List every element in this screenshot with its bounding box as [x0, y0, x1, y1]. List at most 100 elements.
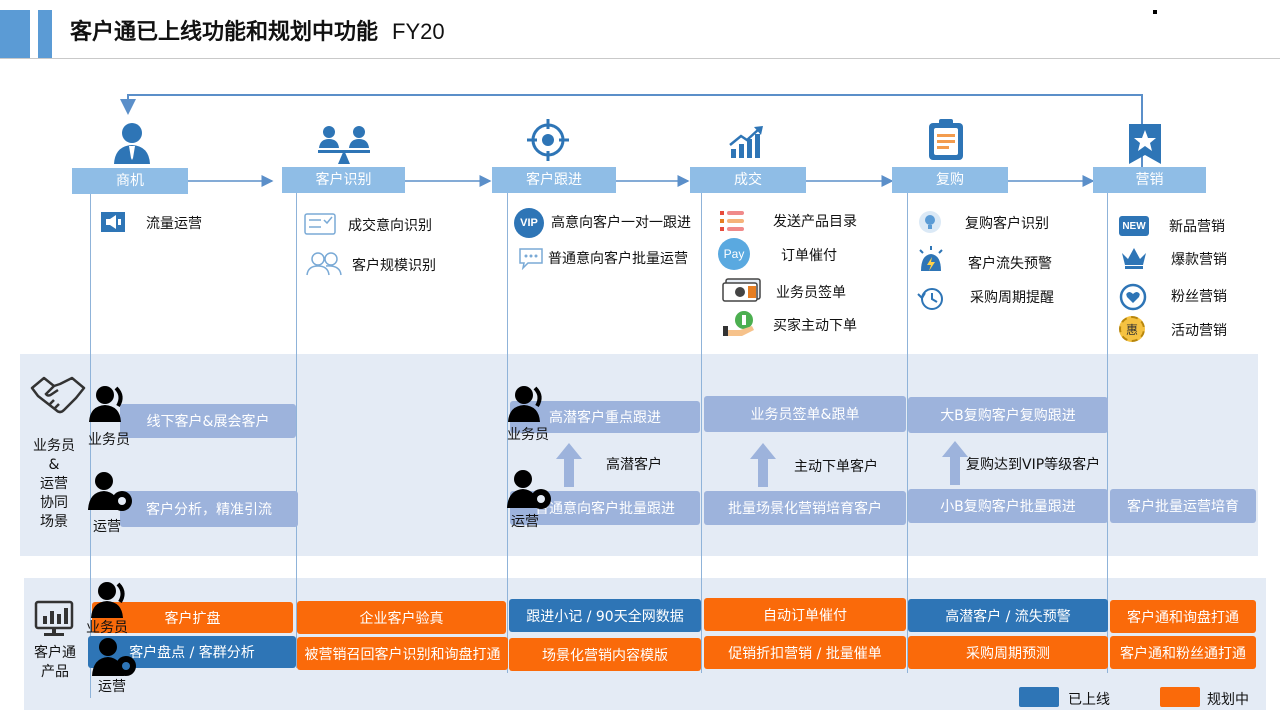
salesman-phone-icon — [89, 386, 123, 422]
up-arrow-5 — [942, 441, 968, 485]
collab-active-order: 主动下单客户 — [794, 459, 878, 475]
role-salesman-label-2: 业务员 — [507, 427, 549, 443]
clock-cycle-icon — [917, 288, 943, 310]
role-salesman-label-3: 业务员 — [86, 620, 128, 636]
prod-auto-payment-remind: 自动订单催付 — [704, 598, 906, 631]
collab-scene-marketing: 批量场景化营销培育客户 — [704, 491, 906, 525]
stage-fugou: 复购 — [892, 167, 1008, 193]
collab-customer-analysis: 客户分析，精准引流 — [120, 491, 298, 527]
feature-churn-warning: 客户流失预警 — [968, 256, 1052, 272]
vip-icon: VIP — [514, 208, 544, 238]
money-bill-icon — [722, 278, 761, 302]
legend-planned-label: 规划中 — [1207, 692, 1249, 708]
feature-order-remind: 订单催付 — [781, 248, 837, 264]
collab-offline-customers: 线下客户&展会客户 — [120, 404, 296, 438]
salesman-phone-icon-2 — [508, 386, 542, 422]
target-icon — [527, 119, 569, 161]
collab-batch-nurture: 客户批量运营培育 — [1110, 489, 1256, 523]
operator-gear-icon-3 — [92, 638, 136, 676]
stage-genjin: 客户跟进 — [492, 167, 616, 193]
stage-line-3 — [507, 193, 508, 673]
stage-shangji: 商机 — [72, 168, 188, 194]
checklist-icon — [304, 213, 336, 235]
monitor-chart-icon — [34, 600, 74, 636]
feature-normal-intent: 普通意向客户批量运营 — [548, 251, 688, 267]
business-person-icon — [114, 123, 150, 164]
feature-customer-scale: 客户规模识别 — [352, 258, 436, 274]
stage-line-5 — [907, 193, 908, 673]
stage-line-2 — [296, 193, 297, 668]
role-ops-label-3: 运营 — [98, 679, 126, 695]
lightbulb-icon — [919, 211, 941, 233]
prod-fans-link: 客户通和粉丝通打通 — [1110, 636, 1256, 669]
prod-promo-discount: 促销折扣营销 / 批量催单 — [704, 636, 906, 669]
up-arrow-3 — [556, 443, 582, 487]
flow-connectors — [120, 94, 1143, 187]
feature-purchase-cycle: 采购周期提醒 — [970, 290, 1054, 306]
feature-deal-intent: 成交意向识别 — [348, 218, 432, 234]
stage-line-4 — [701, 193, 702, 673]
feature-buyer-order: 买家主动下单 — [773, 318, 857, 334]
prod-high-potential-churn: 高潜客户 / 流失预警 — [908, 599, 1108, 632]
operator-gear-icon — [88, 472, 132, 511]
prod-enterprise-verify: 企业客户验真 — [297, 601, 506, 634]
star-badge-icon — [1129, 124, 1161, 164]
fan-heart-icon — [1119, 283, 1147, 311]
customer-group-icon — [306, 252, 342, 276]
prod-recall-identify: 被营销召回客户识别和询盘打通 — [297, 637, 508, 670]
legend-planned-swatch — [1160, 687, 1200, 707]
stage-shibie: 客户识别 — [282, 167, 405, 193]
prod-customer-expand: 客户扩盘 — [92, 602, 293, 633]
role-ops-label-2: 运营 — [511, 514, 539, 530]
prod-follow-notes: 跟进小记 / 90天全网数据 — [509, 599, 701, 632]
feature-fan-marketing: 粉丝营销 — [1171, 289, 1227, 305]
feature-traffic-ops: 流量运营 — [146, 216, 202, 232]
handshake-icon — [30, 376, 86, 414]
stage-chengjiao: 成交 — [690, 167, 806, 193]
feature-salesman-sign: 业务员签单 — [776, 285, 846, 301]
prod-scene-template: 场景化营销内容模版 — [509, 638, 701, 671]
collab-high-potential-follow: 高潜客户重点跟进 — [510, 401, 700, 433]
stage-line-1 — [90, 193, 91, 698]
feature-hot-product: 爆款营销 — [1171, 252, 1227, 268]
stage-yingxiao: 营销 — [1093, 167, 1206, 193]
crown-icon — [1122, 248, 1146, 269]
legend-online-swatch — [1019, 687, 1059, 707]
collab-side-label: 业务员&运营协同场景 — [33, 438, 75, 530]
collab-sign-follow: 业务员签单&跟单 — [704, 396, 906, 432]
product-list-icon — [720, 211, 744, 231]
up-arrow-4 — [750, 443, 776, 487]
corner-dot — [1153, 10, 1157, 14]
collab-bigb-repurchase: 大B复购客户复购跟进 — [908, 397, 1108, 433]
prod-inquiry-link: 客户通和询盘打通 — [1110, 600, 1256, 633]
salesman-phone-icon-3 — [91, 582, 125, 618]
feature-high-intent: 高意向客户一对一跟进 — [551, 215, 691, 231]
collab-high-potential: 高潜客户 — [606, 457, 662, 473]
identify-scale-icon — [318, 126, 370, 164]
feature-send-catalog: 发送产品目录 — [773, 214, 857, 230]
alert-bolt-icon — [919, 246, 943, 271]
chat-bubble-icon — [519, 248, 543, 270]
legend-online-label: 已上线 — [1068, 692, 1110, 708]
megaphone-icon — [101, 212, 125, 232]
collab-vip-repurchase: 复购达到VIP等级客户 — [966, 457, 1101, 473]
feature-activity-marketing: 活动营销 — [1171, 323, 1227, 339]
title-suffix: FY20 — [392, 19, 445, 44]
clipboard-icon — [929, 119, 963, 160]
operator-gear-icon-2 — [507, 470, 551, 509]
growth-chart-icon — [729, 126, 763, 158]
feature-repurchase-identify: 复购客户识别 — [965, 216, 1049, 232]
stage-line-6 — [1107, 193, 1108, 673]
feature-new-product: 新品营销 — [1169, 219, 1225, 235]
title-accent-bar-thin — [38, 10, 52, 58]
pay-icon: Pay — [718, 238, 750, 270]
prod-cycle-forecast: 采购周期预测 — [908, 636, 1108, 669]
role-ops-label: 运营 — [93, 519, 121, 535]
money-bag-hand-icon — [723, 311, 754, 336]
product-side-label: 客户通产品 — [34, 645, 76, 680]
role-salesman-label: 业务员 — [88, 432, 130, 448]
title-accent-bar — [0, 10, 30, 58]
collab-smallb-batch: 小B复购客户批量跟进 — [908, 489, 1108, 523]
title-divider — [0, 58, 1280, 59]
